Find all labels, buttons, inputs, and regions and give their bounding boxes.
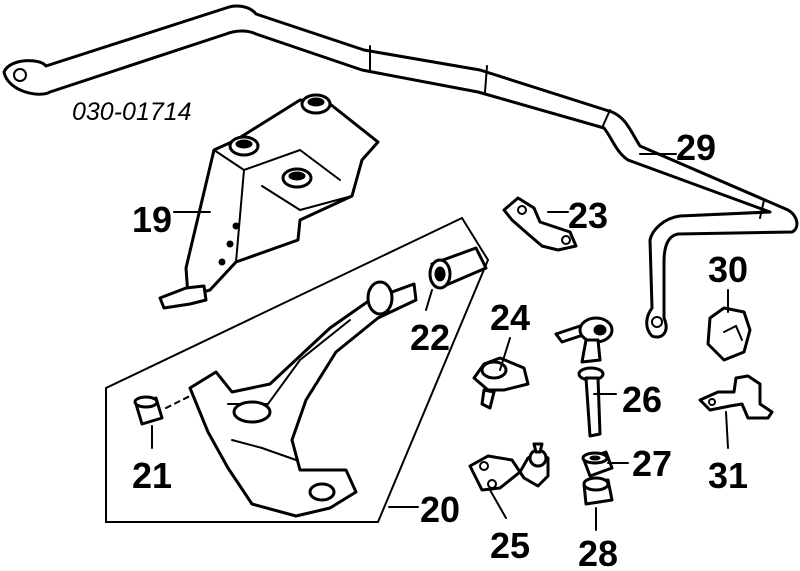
stabilizer-bracket-23 bbox=[502, 196, 578, 252]
callout-23: 23 bbox=[568, 195, 608, 236]
bushing-22 bbox=[428, 246, 488, 290]
ball-joint-25 bbox=[468, 442, 550, 492]
callout-27: 27 bbox=[632, 443, 672, 484]
stabilizer-bushing-30 bbox=[706, 306, 752, 362]
stabilizer-link-26 bbox=[554, 316, 614, 438]
ball-joint-24 bbox=[472, 356, 530, 410]
callout-26: 26 bbox=[622, 379, 662, 420]
lower-arm-group-outline bbox=[105, 216, 490, 523]
bushing-21 bbox=[133, 395, 191, 426]
callout-20: 20 bbox=[420, 489, 460, 530]
callout-21: 21 bbox=[132, 455, 172, 496]
collar-28 bbox=[582, 476, 614, 506]
leader-lines bbox=[151, 153, 729, 531]
stabilizer-holder-31 bbox=[698, 374, 774, 420]
callout-30: 30 bbox=[708, 249, 748, 290]
reference-code: 030-01714 bbox=[72, 98, 192, 126]
bushing-27 bbox=[581, 450, 614, 478]
callout-19: 19 bbox=[132, 199, 172, 240]
callout-28: 28 bbox=[578, 533, 618, 571]
subframe-bracket bbox=[158, 93, 380, 310]
callout-24: 24 bbox=[490, 297, 530, 338]
callout-31: 31 bbox=[708, 455, 748, 496]
callout-29: 29 bbox=[676, 127, 716, 168]
callout-25: 25 bbox=[490, 525, 530, 566]
lower-control-arm bbox=[188, 280, 418, 518]
stabilizer-bar bbox=[2, 4, 799, 339]
callout-22: 22 bbox=[410, 317, 450, 358]
